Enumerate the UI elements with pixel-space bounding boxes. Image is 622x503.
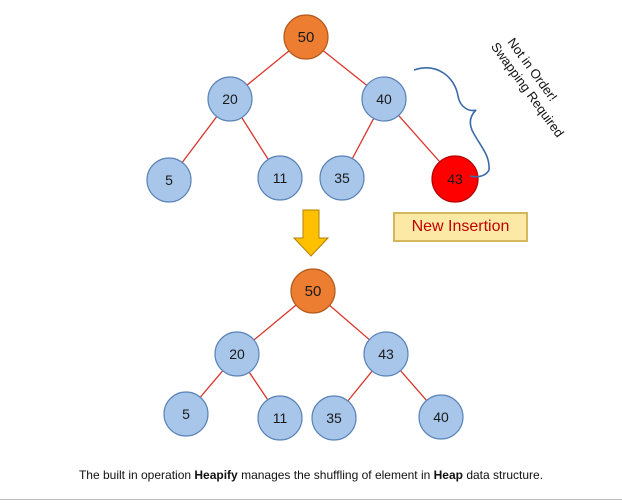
node-label: 5 <box>182 406 190 422</box>
node-before-43: 43 <box>431 155 479 203</box>
node-after-50: 50 <box>290 268 336 314</box>
node-before-40: 40 <box>361 76 407 122</box>
node-circle <box>290 268 336 314</box>
caption-part-3: data structure. <box>462 468 544 482</box>
node-label: 35 <box>334 170 350 186</box>
nodes-layer: 50 20 40 5 11 35 43 50 20 43 5 11 35 40 <box>146 14 479 441</box>
node-circle <box>283 14 329 60</box>
node-after-40: 40 <box>418 394 464 440</box>
node-after-43: 43 <box>363 331 409 377</box>
node-circle <box>146 157 192 203</box>
node-circle <box>214 331 260 377</box>
node-after-35: 35 <box>311 395 357 441</box>
node-circle <box>363 331 409 377</box>
node-label: 11 <box>273 410 288 426</box>
node-circle <box>431 155 479 203</box>
node-before-5: 5 <box>146 157 192 203</box>
caption-bold-heap: Heap <box>433 468 463 482</box>
node-before-11: 11 <box>257 155 303 201</box>
node-label: 50 <box>298 29 315 46</box>
node-label: 20 <box>229 346 245 362</box>
node-circle <box>361 76 407 122</box>
node-circle <box>163 391 209 437</box>
node-before-50: 50 <box>283 14 329 60</box>
node-label: 11 <box>273 170 288 186</box>
node-label: 5 <box>165 172 173 188</box>
caption-bold-heapify: Heapify <box>194 468 238 482</box>
node-before-20: 20 <box>207 76 253 122</box>
annotation: Not in Order! Swapping Required <box>488 35 567 140</box>
bottom-divider <box>0 499 622 500</box>
node-label: 40 <box>376 91 392 107</box>
node-after-5: 5 <box>163 391 209 437</box>
node-after-20: 20 <box>214 331 260 377</box>
down-arrow-icon <box>292 209 330 257</box>
new-insertion-label: New Insertion <box>393 212 528 242</box>
node-circle <box>311 395 357 441</box>
new-insertion-text: New Insertion <box>411 218 510 235</box>
node-label: 43 <box>378 346 394 362</box>
node-label: 20 <box>222 91 238 107</box>
caption: The built in operation Heapify manages t… <box>0 468 622 482</box>
node-after-11: 11 <box>257 395 303 441</box>
node-label: 40 <box>433 409 449 425</box>
node-before-35: 35 <box>319 155 365 201</box>
node-circle <box>257 395 303 441</box>
node-label: 43 <box>447 171 463 187</box>
node-circle <box>207 76 253 122</box>
node-circle <box>257 155 303 201</box>
caption-part-2: manages the shuffling of element in <box>237 468 434 482</box>
node-label: 50 <box>305 283 322 300</box>
node-circle <box>418 394 464 440</box>
node-circle <box>319 155 365 201</box>
curly-brace <box>413 67 490 178</box>
node-label: 35 <box>326 410 342 426</box>
caption-part-1: The built in operation <box>78 468 195 482</box>
